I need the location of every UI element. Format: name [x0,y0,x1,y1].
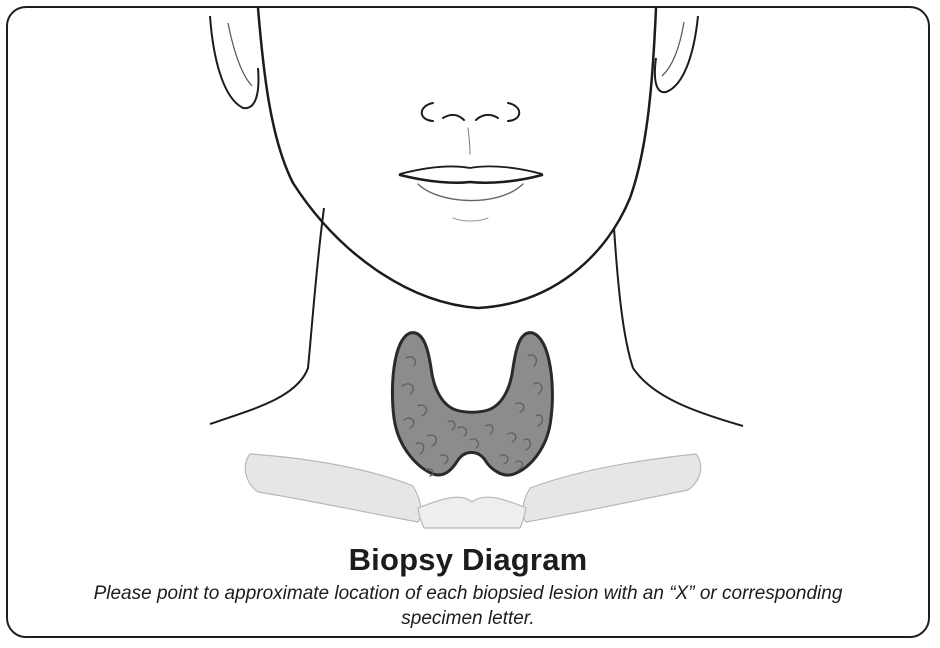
nose [422,103,520,154]
neck-right-outline [614,228,743,426]
left-ear-inner [228,23,252,86]
neck-illustration [8,8,930,540]
diagram-title: Biopsy Diagram [8,542,928,578]
diagram-instructions: Please point to approximate location of … [68,581,868,631]
left-clavicle [245,454,421,522]
right-ear-outline [655,16,698,92]
diagram-frame: Biopsy Diagram Please point to approxima… [6,6,930,638]
sternum-notch [418,497,526,528]
neck-left-outline [210,208,324,424]
left-ear-outline [210,16,258,108]
mouth [400,166,542,221]
thyroid-gland [392,333,552,476]
right-clavicle [523,454,701,522]
right-ear-inner [662,22,684,76]
